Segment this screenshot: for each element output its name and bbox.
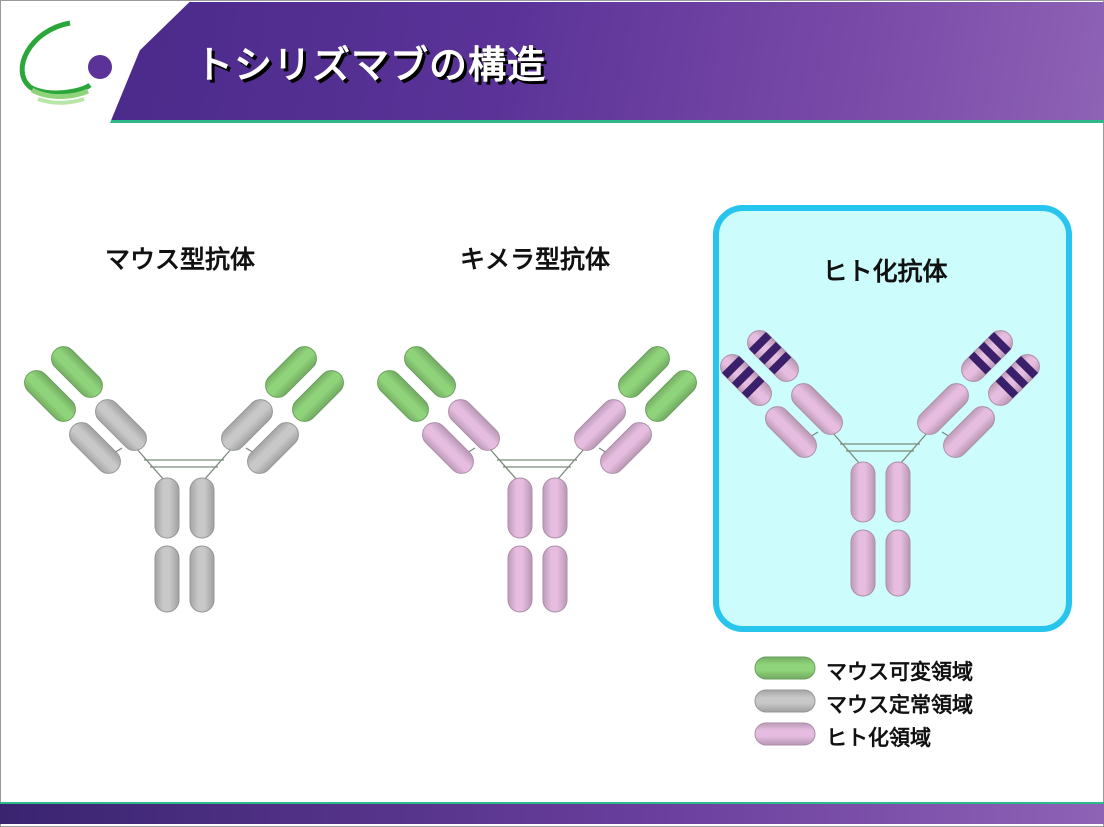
stripe — [978, 341, 1002, 365]
light-variable-left — [377, 370, 429, 422]
header-band — [110, 2, 1104, 123]
stripe — [1015, 355, 1039, 379]
fc-upper-1 — [885, 461, 911, 523]
light-constant-right — [943, 406, 995, 458]
footer-band — [0, 802, 1104, 824]
antibody-label-mouse: マウス型抗体 — [104, 245, 256, 274]
fc-upper-1 — [189, 477, 215, 539]
light-constant-left — [422, 422, 474, 474]
antibody-2 — [720, 330, 1040, 597]
stripe — [731, 365, 755, 389]
light-variable-left — [720, 354, 772, 406]
light-constant-right — [600, 422, 652, 474]
fc-lower-0 — [507, 545, 533, 613]
heavy-variable-left — [747, 330, 799, 382]
fc-lower-1 — [189, 545, 215, 613]
stripe — [988, 331, 1012, 355]
heavy-variable-right — [265, 346, 317, 398]
light-constant-right — [247, 422, 299, 474]
fc-upper-0 — [154, 477, 180, 539]
fc-lower-0 — [154, 545, 180, 613]
logo-icon — [19, 20, 112, 105]
legend-label-mouse-variable: マウス可変領域 — [826, 660, 973, 684]
stripe — [721, 355, 745, 379]
light-variable-right — [645, 370, 697, 422]
stripe — [741, 375, 765, 399]
stripe — [968, 351, 992, 375]
stripe — [995, 375, 1019, 399]
fc-lower-1 — [885, 529, 911, 597]
heavy-constant-left — [791, 383, 843, 435]
fc-upper-1 — [542, 477, 568, 539]
disulfide-bonds — [461, 447, 613, 481]
heavy-constant-left — [95, 399, 147, 451]
antibody-label-chimeric: キメラ型抗体 — [459, 245, 611, 274]
legend-swatch-mouse_constant — [754, 689, 816, 713]
heavy-constant-right — [574, 399, 626, 451]
disulfide-bonds — [108, 447, 260, 481]
heavy-constant-right — [221, 399, 273, 451]
fc-upper-0 — [507, 477, 533, 539]
light-constant-left — [765, 406, 817, 458]
stripe — [768, 351, 792, 375]
heavy-constant-right — [917, 383, 969, 435]
slide-title: トシリズマブの構造 — [195, 43, 547, 87]
stripe — [758, 341, 782, 365]
heavy-variable-left — [51, 346, 103, 398]
light-variable-right — [292, 370, 344, 422]
heavy-variable-right — [961, 330, 1013, 382]
fc-lower-0 — [850, 529, 876, 597]
antibody-1 — [377, 346, 697, 613]
antibody-label-humanized: ヒト化抗体 — [822, 257, 948, 286]
light-variable-right — [988, 354, 1040, 406]
legend-swatch-human — [754, 722, 816, 746]
stripe — [748, 331, 772, 355]
fc-upper-0 — [850, 461, 876, 523]
light-constant-left — [69, 422, 121, 474]
legend-label-mouse-constant: マウス定常領域 — [826, 693, 973, 717]
antibody-0 — [24, 346, 344, 613]
heavy-variable-right — [618, 346, 670, 398]
legend-label-human: ヒト化領域 — [826, 726, 931, 750]
disulfide-bonds — [804, 431, 956, 465]
heavy-constant-left — [448, 399, 500, 451]
heavy-variable-left — [404, 346, 456, 398]
stripe — [1005, 365, 1029, 389]
legend-swatch-mouse_variable — [754, 656, 816, 680]
light-variable-left — [24, 370, 76, 422]
fc-lower-1 — [542, 545, 568, 613]
